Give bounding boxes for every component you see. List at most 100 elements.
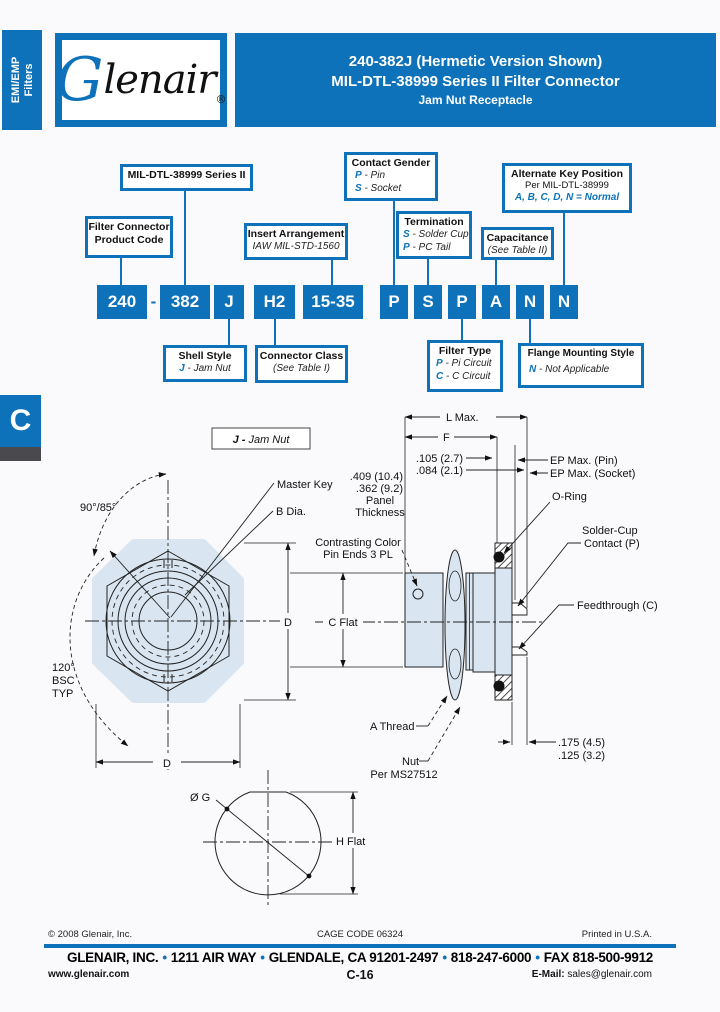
pn-segment-termination: S: [414, 285, 442, 319]
alternate-key-options: A, B, C, D, N = Normal: [514, 192, 620, 203]
option-key: N: [529, 364, 537, 375]
callout-termination: Termination S - Solder Cup P - PC Tail: [396, 211, 472, 259]
angle-120-arc: [69, 557, 129, 747]
footer-address: GLENAIR, INC.•1211 AIR WAY•GLENDALE, CA …: [44, 950, 676, 965]
pn-segment-contact: P: [380, 285, 408, 319]
capacitance-sub: (See Table II): [487, 245, 548, 256]
insert-title: Insert Arrangement: [247, 228, 345, 240]
label-solder-cup-2: Contact (P): [584, 538, 640, 550]
option-key: P: [355, 170, 362, 181]
capacitance-title: Capacitance: [486, 232, 549, 244]
connector-line: [120, 256, 122, 285]
pn-segment-382: 382: [160, 285, 210, 319]
registered-mark: ®: [215, 93, 227, 106]
footer-cage-code: CAGE CODE 06324: [316, 929, 404, 940]
flange-option: N - Not Applicable: [521, 360, 641, 376]
connector-line: [274, 319, 276, 345]
connector-line: [529, 319, 531, 343]
alternate-key-title: Alternate Key Position: [510, 168, 624, 180]
city-state-zip: GLENDALE, CA 91201-2497: [268, 950, 439, 965]
connector-barrel: [404, 572, 444, 668]
pn-segment-filter: P: [448, 285, 476, 319]
master-key-leader: [170, 482, 275, 618]
label-nut-spec: Per MS27512: [370, 769, 437, 781]
pn-dash: -: [150, 292, 157, 311]
rear-body: [472, 572, 496, 673]
technical-drawing: J - Jam Nut Master Key B Dia. 90°/85° 12…: [52, 410, 658, 907]
option-desc: - Pin: [361, 170, 386, 181]
callout-connector-class: Connector Class (See Table I): [255, 345, 348, 383]
contact-gender-title: Contact Gender: [351, 157, 431, 169]
insert-sub: IAW MIL-STD-1560: [252, 241, 340, 252]
label-ep-pin: EP Max. (Pin): [550, 455, 618, 467]
label-feedthrough: Feedthrough (C): [577, 600, 658, 612]
option-desc: - Socket: [361, 183, 402, 194]
label-g-dia: Ø G: [190, 792, 210, 804]
label-ep-socket: EP Max. (Socket): [550, 468, 635, 480]
option-key: S: [355, 183, 362, 194]
logo-letter-g: G: [55, 45, 104, 115]
footer-copyright: © 2008 Glenair, Inc.: [48, 929, 133, 940]
fax: FAX 818-500-9912: [543, 950, 654, 965]
callout-insert-arrangement: Insert Arrangement IAW MIL-STD-1560: [244, 223, 348, 260]
connector-line: [563, 211, 565, 285]
connector-line: [427, 257, 429, 285]
title-line3: Jam Nut Receptacle: [418, 93, 533, 107]
shell-style-option: J - Jam Nut: [166, 362, 244, 375]
label-120: 120°: [52, 662, 75, 674]
pn-segment-240: 240: [97, 285, 147, 319]
alternate-key-spec: Per MIL-DTL-38999: [525, 180, 609, 191]
callout-series-title: MIL-DTL-38999 Series II: [127, 169, 246, 181]
label-solder-cup-1: Solder-Cup: [582, 525, 638, 537]
connector-line: [228, 319, 230, 345]
label-contrast-2: Pin Ends 3 PL: [323, 549, 393, 561]
view-label-box: J - Jam Nut: [211, 427, 311, 450]
angle-90-arc: [92, 472, 167, 557]
gray-bar: [0, 447, 41, 461]
label-panel-4: Thickness: [355, 507, 405, 519]
option-desc: - Jam Nut: [184, 363, 231, 374]
logo-text: lenair: [103, 57, 216, 103]
callout-shell-style: Shell Style J - Jam Nut: [163, 345, 247, 382]
option-desc: - Solder Cup: [409, 229, 469, 240]
pn-segment-capacitance: A: [482, 285, 510, 319]
label-dim-125: .125 (3.2): [558, 750, 605, 762]
solder-cup-contact-lower: [511, 646, 528, 656]
b-dia-leader: [184, 510, 274, 596]
o-ring-top: [493, 551, 505, 563]
callout-contact-gender: Contact Gender P - Pin S - Socket: [344, 152, 438, 201]
termination-pc-tail: P - PC Tail: [399, 241, 469, 254]
option-key: P: [403, 242, 410, 253]
view-label-key: J -: [233, 434, 246, 446]
callout-capacitance: Capacitance (See Table II): [481, 227, 554, 260]
bottom-view: Ø G H Flat: [190, 770, 372, 907]
label-d-right: D: [284, 617, 292, 629]
contact-gender-pin: P - Pin: [347, 169, 435, 182]
emi-emp-filters-tab: EMI/EMP Filters: [2, 30, 42, 130]
label-contrast-1: Contrasting Color: [315, 537, 401, 549]
label-master-key: Master Key: [277, 479, 333, 491]
contrast-dot: [412, 588, 424, 600]
phone: 818-247-6000: [450, 950, 532, 965]
company-name: GLENAIR, INC.: [67, 950, 159, 965]
section-view: L Max. F .105 (2.7) .084 (2.1) .409 (10.…: [290, 410, 658, 781]
label-bsc: BSC: [52, 675, 75, 687]
filter-type-pi: P - Pi Circuit: [430, 357, 500, 370]
callout-flange-mounting: Flange Mounting Style N - Not Applicable: [518, 343, 644, 388]
connector-class-sub: (See Table I): [273, 363, 330, 374]
pn-segment-insert: 15-35: [303, 285, 363, 319]
tab-line1: EMI/EMP: [10, 56, 22, 104]
label-dim-084: .084 (2.1): [416, 465, 463, 477]
title-line2: MIL-DTL-38999 Series II Filter Connector: [331, 73, 620, 90]
label-panel-3: Panel: [366, 495, 394, 507]
connector-class-title: Connector Class: [259, 350, 344, 362]
pn-segment-shell: J: [214, 285, 244, 319]
pn-segment-flange: N: [516, 285, 544, 319]
filter-type-c: C - C Circuit: [430, 370, 500, 383]
label-l-max: L Max.: [446, 412, 479, 424]
pn-segment-altkey: N: [550, 285, 578, 319]
page-title-banner: 240-382J (Hermetic Version Shown) MIL-DT…: [235, 33, 716, 127]
angle-radial-line: [109, 550, 171, 619]
label-angle-90-85: 90°/85°: [80, 502, 116, 514]
